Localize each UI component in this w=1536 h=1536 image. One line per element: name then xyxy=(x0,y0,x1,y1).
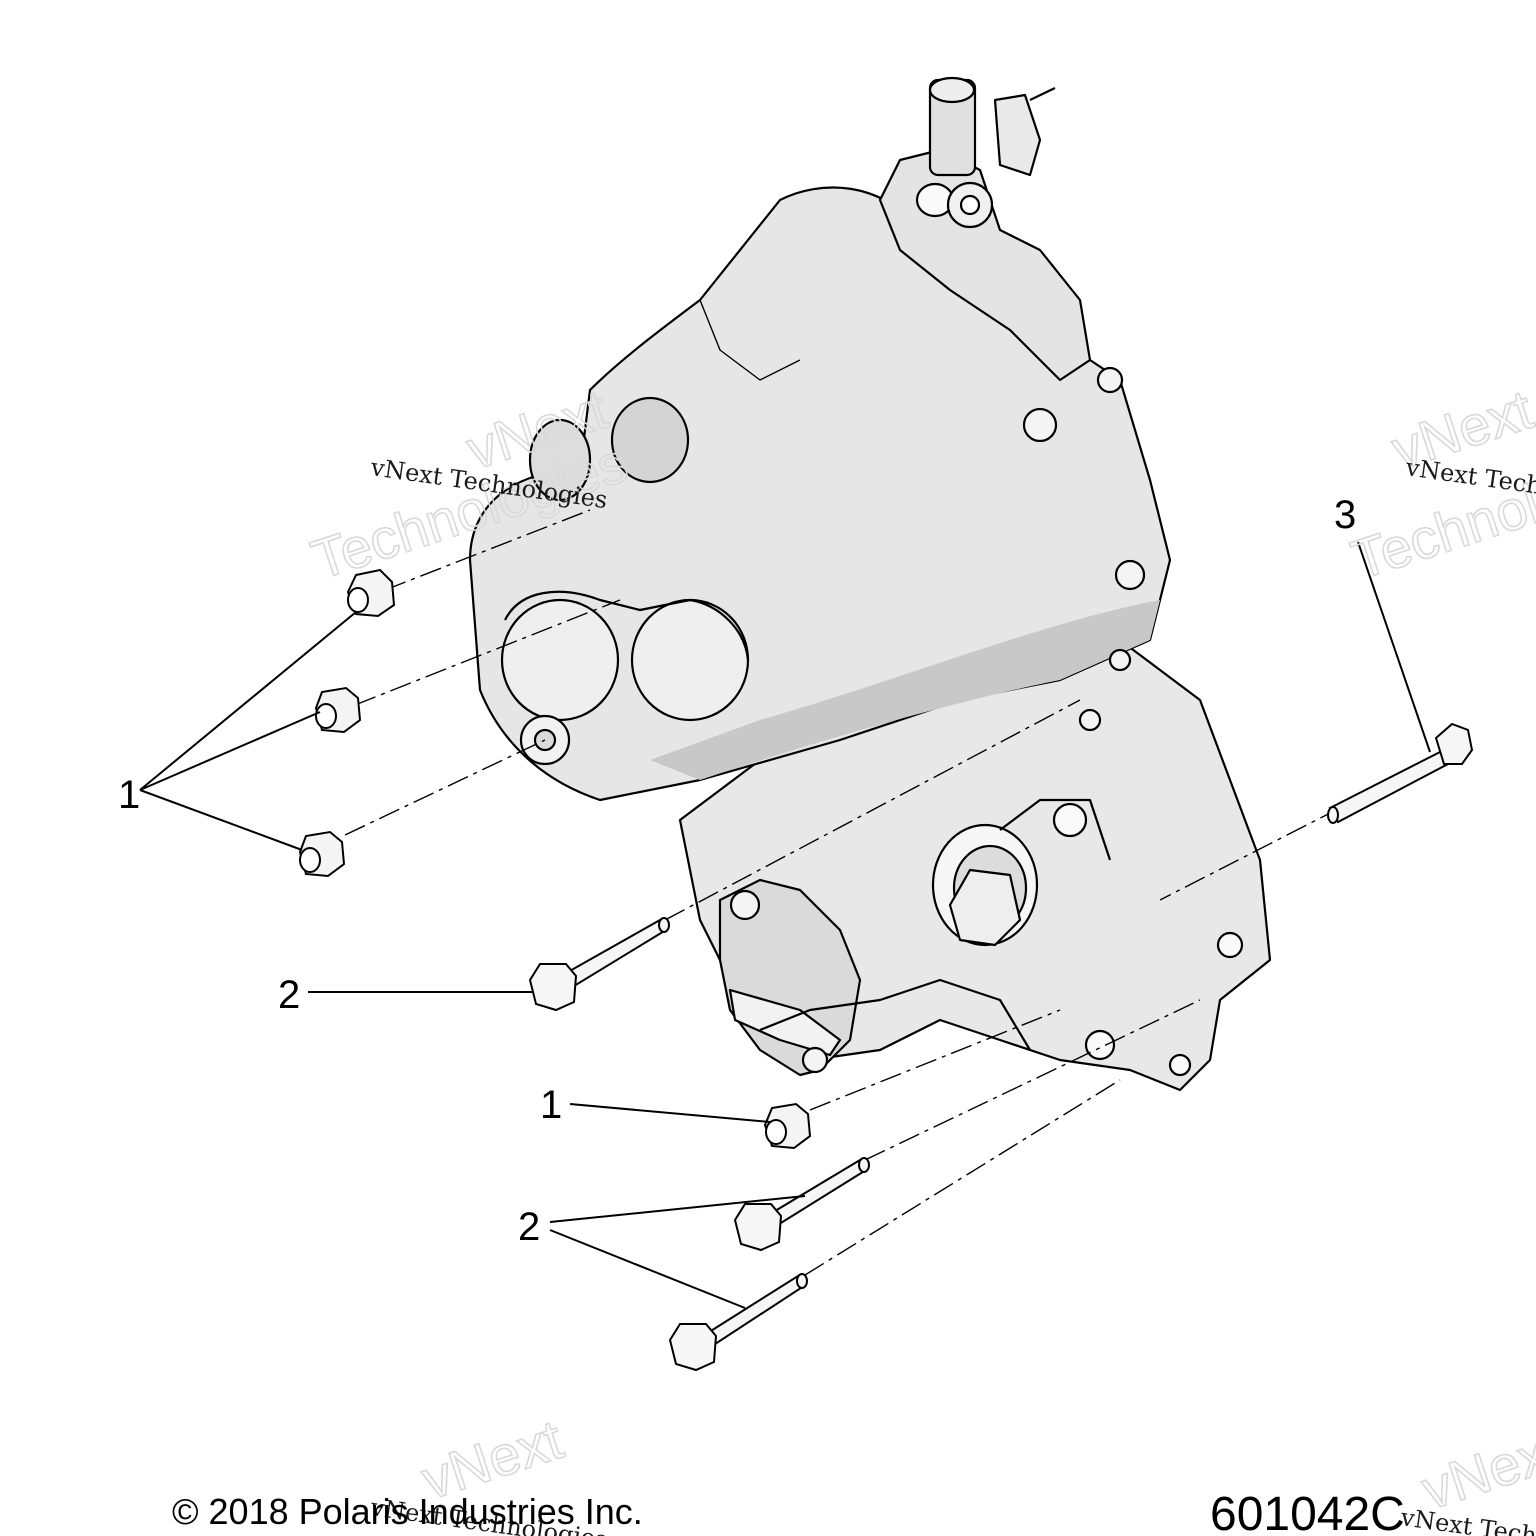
callout-item-1: 1 xyxy=(118,773,140,817)
flange-nut-icon xyxy=(763,1102,812,1150)
leader-lines xyxy=(139,541,1431,1309)
flange-bolt-icon xyxy=(528,917,670,1012)
alignment-line xyxy=(384,509,591,591)
figure-number: 601042C xyxy=(1210,1488,1405,1536)
callout-item-1: 1 xyxy=(540,1083,562,1127)
flange-nut-icon xyxy=(314,686,362,734)
alignment-line xyxy=(664,699,1081,921)
leader-line xyxy=(569,1103,771,1123)
leader-line xyxy=(549,1195,806,1223)
gearcase-housing xyxy=(468,76,1272,1092)
flange-bolt-icon xyxy=(733,1157,870,1252)
leader-line xyxy=(139,711,321,791)
long-bolt-icon xyxy=(1327,722,1474,824)
alignment-line xyxy=(809,1009,1061,1111)
leader-line xyxy=(549,1229,746,1309)
flange-nut-icon xyxy=(298,830,346,878)
alignment-line xyxy=(864,999,1201,1161)
leader-line xyxy=(1357,541,1431,753)
alignment-lines xyxy=(344,509,1341,1276)
alignment-line xyxy=(344,739,546,836)
callout-item-3: 3 xyxy=(1334,493,1356,537)
copyright-notice: © 2018 Polaris Industries Inc. xyxy=(172,1491,643,1532)
flange-nut-icon xyxy=(346,568,396,618)
leader-line xyxy=(139,611,357,791)
callout-item-2: 2 xyxy=(278,973,300,1017)
watermark-large-line1: vNext xyxy=(1414,1417,1536,1521)
alignment-line xyxy=(354,599,621,706)
leader-line xyxy=(139,789,303,851)
alignment-line xyxy=(1159,807,1341,901)
flange-bolt-icon xyxy=(668,1273,808,1372)
alignment-line xyxy=(804,1079,1121,1276)
callout-item-2: 2 xyxy=(518,1205,540,1249)
